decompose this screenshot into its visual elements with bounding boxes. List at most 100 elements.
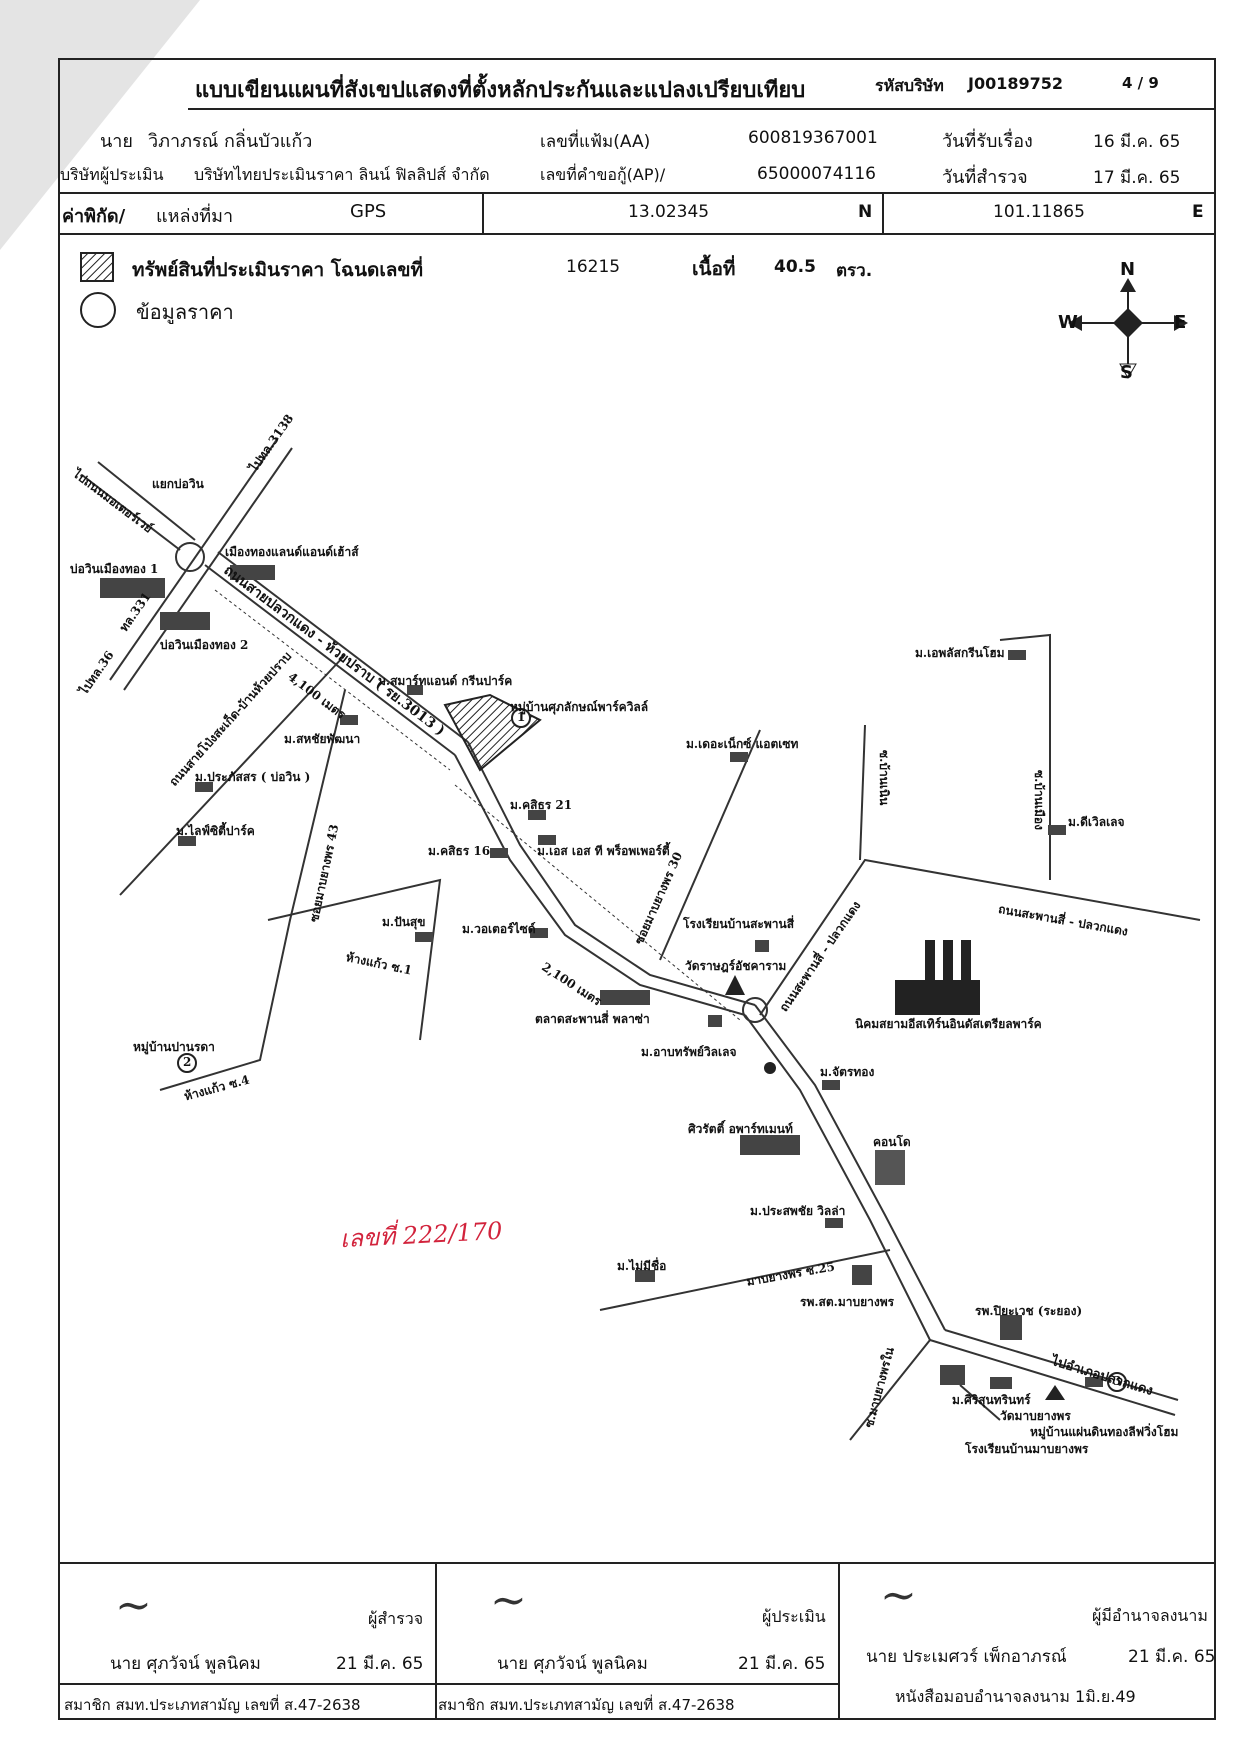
place-chattong: ม.จัตรทอง (820, 1065, 875, 1079)
temple-icon (725, 975, 745, 995)
compass-e: E (1174, 312, 1187, 333)
factory-icon (895, 940, 980, 1015)
place-water: ม.วอเตอร์ไซด์ (462, 922, 536, 936)
authority-note: หนังสือมอบอำนาจลงนาม 1มิ.ย.49 (895, 1687, 1136, 1706)
appraiser-signature: ~ (490, 1575, 527, 1626)
latitude: 13.02345 (628, 202, 710, 222)
signer-role: ผู้มีอำนาจลงนาม (1092, 1606, 1208, 1625)
owner-label: นาย (100, 131, 133, 152)
place-prakas: ม.ประภัสสร ( บ่อวิน ) (195, 770, 311, 784)
loan-no: 65000074116 (757, 164, 876, 184)
place-market: ตลาดสะพานสี่ พลาซ่า (535, 1012, 650, 1026)
place-suk: หมู่บ้านศุภลักษณ์พาร์ควิลล์ (510, 700, 649, 714)
legend-deed-no: 16215 (566, 257, 621, 277)
surveyor-name: นาย ศุภวัจน์ พูลนิคม (110, 1654, 261, 1674)
longitude: 101.11865 (993, 202, 1085, 222)
page-number: 4 / 9 (1122, 74, 1159, 92)
junction-marker-1 (175, 542, 205, 572)
compass-w: W (1058, 312, 1078, 333)
place-ss: ม.เอส เอส ที พร็อพเพอร์ตี้ (537, 844, 670, 858)
place-epl: ม.เอพลัสกรีนโฮม (915, 646, 1005, 660)
place-bowin-1: บ่อวินเมืองทอง 1 (70, 562, 159, 576)
appraiser-company-label: บริษัทผู้ประเมิน (60, 165, 164, 184)
document-frame (58, 58, 1216, 1720)
junction-marker-2 (742, 997, 768, 1023)
footer-div-2 (838, 1562, 840, 1720)
place-sahat: ม.สหชัยพัฒนา (284, 732, 361, 746)
legend-area: 40.5 (774, 257, 816, 277)
coord-top-line (58, 192, 1216, 194)
member-2: สมาชิก สมท.ประเภทสามัญ เลขที่ ส.47-2638 (438, 1696, 735, 1714)
condo-icon (875, 1150, 905, 1185)
place-piyavate: รพ.ปิยะเวช (ระยอง) (975, 1304, 1083, 1318)
surveyor-role: ผู้สำรวจ (368, 1609, 424, 1628)
surveyor-signature: ~ (115, 1580, 152, 1631)
appraiser-company: บริษัทไทยประเมินราคา ลินน์ ฟิลลิปส์ จำกั… (194, 165, 490, 184)
coord-label: ค่าพิกัด/ (62, 206, 126, 227)
survey-label: วันที่สำรวจ (942, 167, 1028, 188)
compass-n: N (1120, 259, 1136, 280)
survey-date: 17 มี.ค. 65 (1093, 168, 1181, 188)
place-condo: คอนโด (873, 1135, 911, 1149)
place-dcl: ม.ดีเวิลเลจ (1068, 815, 1125, 829)
legend-area-unit: ตรว. (836, 261, 873, 281)
signer-signature: ~ (880, 1570, 917, 1621)
road-soi-v1: ซ.บ้านเมือง (1032, 770, 1046, 830)
file-no: 600819367001 (748, 128, 878, 148)
compass-s: S (1120, 362, 1133, 383)
received-label: วันที่รับเรื่อง (942, 131, 1033, 152)
place-pandin: หมู่บ้านแผ่นดินทองลีฟวิ่งโฮม (1030, 1425, 1179, 1439)
price-marker-2 (177, 1053, 197, 1073)
source-label: แหล่งที่มา (156, 206, 234, 227)
price-marker-3-num: 3 (1113, 1374, 1122, 1388)
price-marker-3 (1107, 1372, 1127, 1392)
place-temple: วัดราษฎร์อัชคาราม (685, 959, 787, 973)
place-industry: นิคมสยามอีสเทิร์นอินดัสเตรียลพาร์ค (855, 1017, 1042, 1031)
appraiser-role: ผู้ประเมิน (762, 1607, 826, 1626)
place-school: โรงเรียนบ้านสะพานสี่ (683, 917, 795, 931)
longitude-dir: E (1192, 202, 1204, 222)
place-pansuk: ม.ปันสุข (382, 915, 426, 929)
coord-div-1 (482, 192, 484, 233)
legend-hatch-icon (80, 252, 114, 282)
road-soi-v2: ซ.บ้านเนิน (877, 750, 891, 806)
place-siwat: ศิวรัตติ์ อพาร์ทเมนท์ (688, 1122, 793, 1136)
footer-div-1 (435, 1562, 437, 1720)
place-kasikorn-16: ม.คสิธร 16 (428, 844, 491, 858)
place-kasikorn-21: ม.คสิธร 21 (510, 798, 573, 812)
legend-price-label: ข้อมูลราคา (136, 300, 234, 324)
place-nameless: ม.ไม่มีชื่อ (617, 1259, 667, 1273)
place-school-2: โรงเรียนบ้านมาบยางพร (965, 1442, 1089, 1456)
surveyor-date: 21 มี.ค. 65 (336, 1654, 424, 1674)
coord-bottom-line (58, 233, 1216, 235)
file-no-label: เลขที่แฟ้ม(AA) (540, 132, 651, 152)
price-marker-1-num: 1 (517, 710, 526, 724)
latitude-dir: N (858, 202, 873, 222)
coord-div-2 (882, 192, 884, 233)
place-junction: แยกบ่อวิน (152, 477, 204, 491)
temple-icon-2 (1045, 1385, 1065, 1400)
place-smart: ม.สมาร์ทแอนด์ กรีนปาร์ค (378, 674, 513, 688)
owner-name: วิภาภรณ์ กลิ่นบัวแก้ว (148, 131, 313, 152)
price-marker-1 (511, 708, 531, 728)
place-wat-mab: วัดมาบยางพร (1000, 1409, 1071, 1423)
appraiser-date: 21 มี.ค. 65 (738, 1654, 826, 1674)
place-deoneex: ม.เดอะเน็กซ์ แอตเซท (686, 737, 799, 751)
place-life: ม.ไลฟ์ซิตี้ปาร์ค (176, 824, 255, 838)
place-athap: ม.อาบทรัพย์วิลเลจ (641, 1045, 737, 1059)
header-divider (188, 108, 1216, 110)
footer-top-line (58, 1562, 1216, 1564)
document-title: แบบเขียนแผนที่สังเขปแสดงที่ตั้งหลักประกั… (195, 78, 806, 103)
received-date: 16 มี.ค. 65 (1093, 132, 1181, 152)
gas-station-icon (764, 1062, 776, 1074)
place-muang-thong: เมืองทองแลนด์แอนด์เฮ้าส์ (225, 545, 359, 559)
legend-area-label: เนื้อที่ (692, 258, 736, 280)
member-1: สมาชิก สมท.ประเภทสามัญ เลขที่ ส.47-2638 (64, 1696, 361, 1714)
place-sirisoon: ม.ศิริสุนทรินทร์ (952, 1393, 1031, 1407)
source-value: GPS (350, 201, 387, 222)
company-code: J00189752 (968, 74, 1064, 93)
price-marker-2-num: 2 (183, 1055, 192, 1069)
appraiser-name: นาย ศุภวัจน์ พูลนิคม (497, 1654, 648, 1674)
signer-name: นาย ประเมศวร์ เพ็กอาภรณ์ (866, 1647, 1067, 1667)
